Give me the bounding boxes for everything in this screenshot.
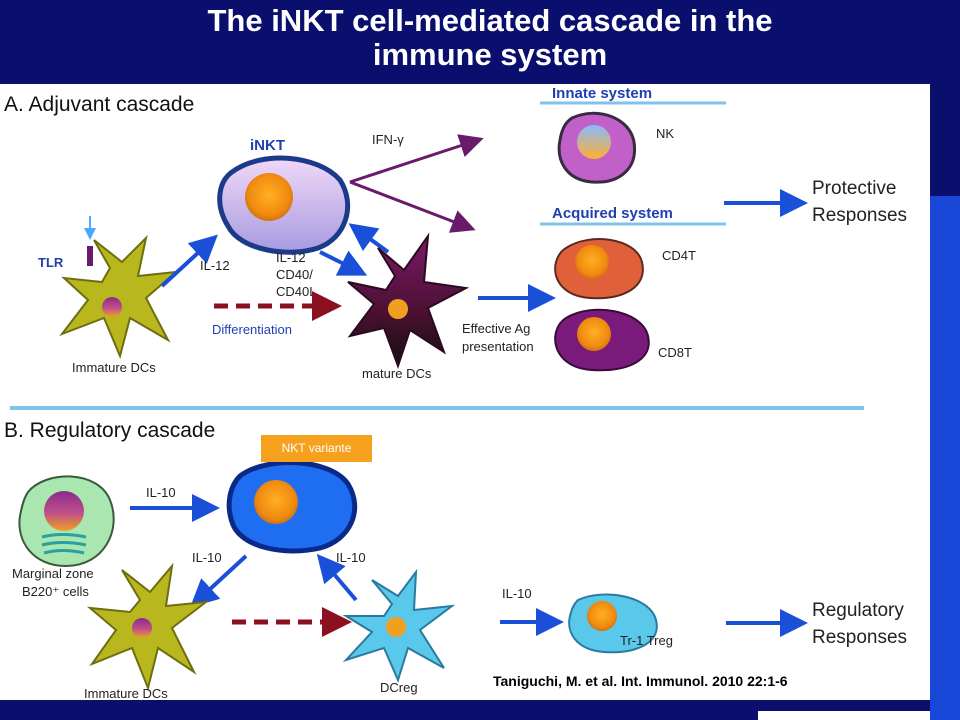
title-line-2: immune system: [372, 37, 608, 72]
inkt-to-mature-arrow: [319, 250, 368, 276]
mature-dcs-label: mature DCs: [362, 366, 432, 381]
mature-to-inkt-arrow: [348, 223, 390, 254]
dcreg-label: DCreg: [380, 680, 418, 695]
differentiation-label: Differentiation: [212, 322, 292, 337]
right-accent-band: [930, 196, 960, 720]
cd8t-cell: [554, 308, 650, 372]
cd4t-cell: [554, 238, 644, 300]
effective-ag-label: Effective Ag: [462, 321, 530, 336]
nkt-variant-cell: [226, 460, 358, 554]
immature-dcs-label-b: Immature DCs: [84, 686, 168, 700]
il10-label-left: IL-10: [192, 550, 222, 565]
section-a-heading: A. Adjuvant cascade: [4, 93, 194, 116]
nk-cell: [557, 111, 637, 184]
citation: Taniguchi, M. et al. Int. Immunol. 2010 …: [493, 673, 788, 689]
title-line-1: The iNKT cell-mediated cascade in the: [207, 3, 773, 38]
acquired-system-label: Acquired system: [552, 205, 673, 222]
treg-label: Tr-1 Treg: [620, 633, 673, 648]
tr1-treg-cell: [568, 593, 658, 654]
protective-label: Protective: [812, 178, 896, 199]
presentation-label: presentation: [462, 339, 534, 354]
immature-dc-a: [59, 234, 180, 360]
immature-dc-b: [86, 562, 210, 692]
il12-label-right: IL-12: [276, 250, 306, 265]
il10-arrow-from-dcreg: [316, 553, 358, 602]
cd4t-label: CD4T: [662, 248, 696, 263]
ifn-arrow-to-acquired: [349, 180, 476, 233]
cd8t-label: CD8T: [658, 345, 692, 360]
section-b-heading: B. Regulatory cascade: [4, 419, 215, 442]
il12-label-left: IL-12: [200, 258, 230, 273]
marginal-zone-label: Marginal zone: [12, 566, 94, 581]
inkt-cell: [217, 155, 351, 255]
mature-dc: [347, 232, 470, 370]
nkt-variant-badge: NKT variante: [261, 435, 372, 462]
responses-label-a: Responses: [812, 205, 907, 226]
b220-label: B220⁺ cells: [22, 584, 89, 599]
il10-label-right: IL-10: [336, 550, 366, 565]
marginal-zone-b-cell: [18, 475, 115, 568]
nk-label: NK: [656, 126, 674, 141]
bottom-band: [0, 700, 930, 720]
regulatory-label: Regulatory: [812, 600, 904, 621]
il10-arrow-to-immature: [190, 554, 248, 608]
inkt-label: iNKT: [250, 137, 285, 154]
immature-dcs-label-a: Immature DCs: [72, 360, 156, 375]
dcreg-cell: [342, 568, 456, 683]
cd40-label: CD40/: [276, 267, 313, 282]
ifn-arrow-to-nk: [349, 134, 484, 184]
slide-title: The iNKT cell-mediated cascade in the im…: [0, 4, 960, 72]
il12-arrow-to-inkt: [160, 234, 218, 288]
il10-label-top: IL-10: [146, 485, 176, 500]
bottom-white-strip: [758, 711, 930, 720]
il10-label-treg: IL-10: [502, 586, 532, 601]
responses-label-b: Responses: [812, 627, 907, 648]
cd40l-label: CD40L: [276, 284, 316, 299]
ifn-gamma-label: IFN-γ: [372, 132, 404, 147]
innate-system-label: Innate system: [552, 85, 652, 102]
cascade-diagram: A. Adjuvant cascade iNKT IFN-γ TLR Immat…: [4, 85, 907, 700]
tlr-receptor: [87, 246, 93, 266]
tlr-label: TLR: [38, 255, 64, 270]
